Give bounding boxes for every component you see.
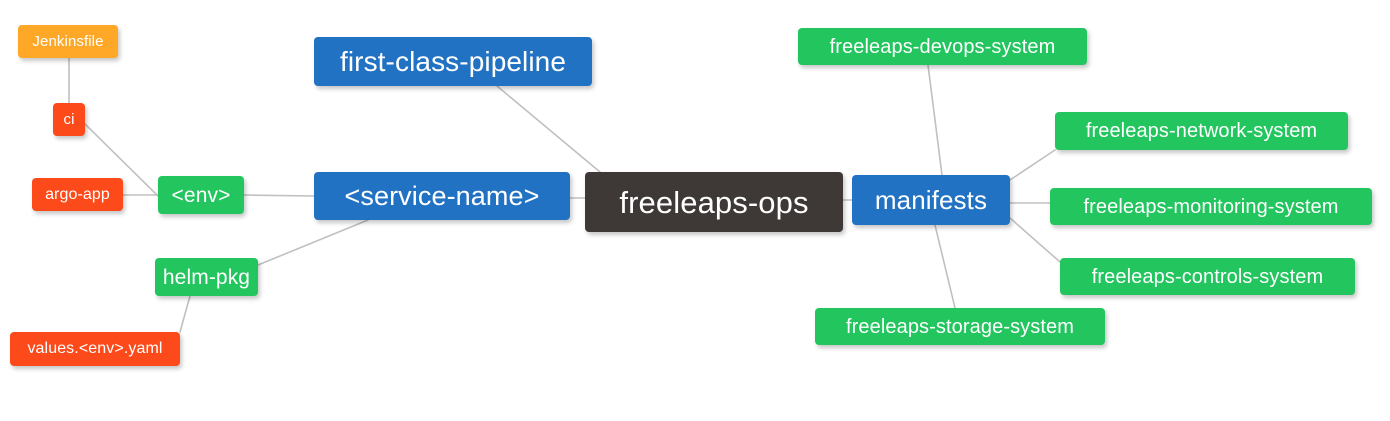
mindmap-node-label: freeleaps-storage-system bbox=[845, 315, 1075, 338]
mindmap-node-helm-pkg[interactable]: helm-pkg bbox=[155, 258, 258, 296]
mindmap-node-label: freeleaps-ops bbox=[619, 184, 809, 220]
mindmap-edge bbox=[243, 194, 315, 197]
mindmap-node-ci[interactable]: ci bbox=[53, 103, 85, 136]
mindmap-edge bbox=[934, 224, 956, 309]
mindmap-node-label: freeleaps-devops-system bbox=[829, 35, 1056, 58]
mindmap-edge bbox=[179, 295, 191, 333]
mindmap-node-values-env-yaml[interactable]: values.<env>.yaml bbox=[10, 332, 180, 366]
mindmap-node-env[interactable]: <env> bbox=[158, 176, 244, 214]
mindmap-node-manifests[interactable]: manifests bbox=[852, 175, 1010, 225]
mindmap-node-freeleaps-controls-system[interactable]: freeleaps-controls-system bbox=[1060, 258, 1355, 295]
mindmap-node-label: <env> bbox=[171, 183, 231, 207]
mindmap-node-label: first-class-pipeline bbox=[339, 45, 567, 77]
mindmap-node-label: values.<env>.yaml bbox=[27, 340, 163, 357]
mindmap-edge bbox=[1009, 149, 1056, 181]
mindmap-edge bbox=[257, 219, 369, 266]
mindmap-edge bbox=[927, 64, 943, 176]
mindmap-node-first-class-pipeline[interactable]: first-class-pipeline bbox=[314, 37, 592, 86]
mindmap-node-label: freeleaps-monitoring-system bbox=[1083, 195, 1339, 218]
mindmap-node-jenkinsfile[interactable]: Jenkinsfile bbox=[18, 25, 118, 58]
mindmap-node-label: freeleaps-controls-system bbox=[1091, 265, 1324, 288]
mindmap-node-label: freeleaps-network-system bbox=[1085, 120, 1318, 142]
mindmap-node-service-name[interactable]: <service-name> bbox=[314, 172, 570, 220]
mindmap-node-label: <service-name> bbox=[344, 180, 540, 211]
mindmap-node-freeleaps-network-system[interactable]: freeleaps-network-system bbox=[1055, 112, 1348, 150]
mindmap-node-freeleaps-devops-system[interactable]: freeleaps-devops-system bbox=[798, 28, 1087, 65]
mindmap-node-argo-app[interactable]: argo-app bbox=[32, 178, 123, 211]
mindmap-node-freeleaps-ops[interactable]: freeleaps-ops bbox=[585, 172, 843, 232]
mindmap-node-freeleaps-monitoring-system[interactable]: freeleaps-monitoring-system bbox=[1050, 188, 1372, 225]
mindmap-node-label: ci bbox=[63, 111, 75, 128]
mindmap-node-label: manifests bbox=[874, 185, 988, 215]
mindmap-node-freeleaps-storage-system[interactable]: freeleaps-storage-system bbox=[815, 308, 1105, 345]
mindmap-node-label: argo-app bbox=[45, 185, 110, 203]
mindmap-node-label: Jenkinsfile bbox=[32, 33, 104, 50]
mindmap-edge bbox=[496, 85, 601, 173]
mindmap-node-label: helm-pkg bbox=[162, 265, 251, 289]
